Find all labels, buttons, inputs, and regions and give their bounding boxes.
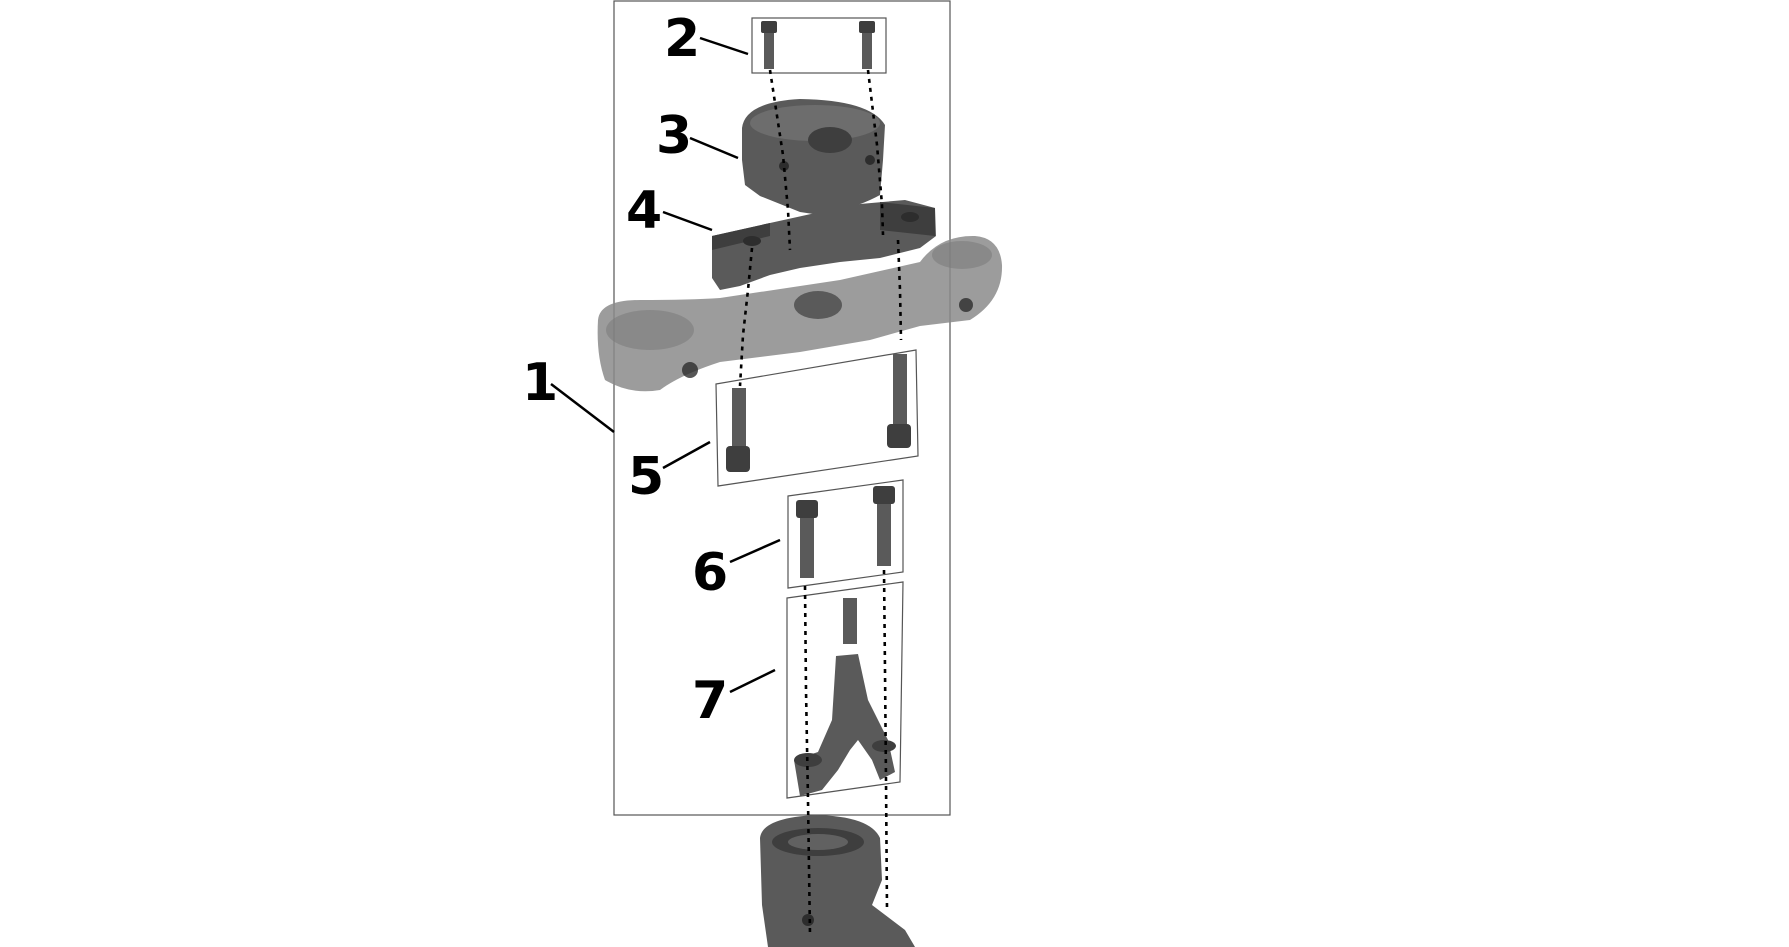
lower-stem: [760, 815, 915, 947]
callout-6: 6: [692, 543, 728, 603]
part-5-long-bolts: [715, 349, 919, 487]
callout-5: 5: [628, 447, 664, 507]
callout-3: 3: [656, 106, 692, 166]
part-4-bracket: [712, 200, 936, 290]
alignment-lines: [738, 69, 903, 936]
callout-1: 1: [522, 353, 558, 413]
callout-2: 2: [664, 9, 700, 69]
part-6-bolts: [787, 479, 904, 589]
leader-lines: [550, 36, 781, 694]
callout-7: 7: [692, 671, 728, 731]
part-3-damper: [742, 99, 885, 215]
assembly-frame: [613, 0, 951, 816]
part-2-top-screws: [751, 17, 887, 74]
callout-numbers: 1 2 3 4 5 6 7: [522, 9, 728, 731]
top-triple-clamp: [597, 235, 1003, 392]
callout-4: 4: [626, 181, 662, 241]
part-7-linkage-arm: [786, 581, 904, 799]
